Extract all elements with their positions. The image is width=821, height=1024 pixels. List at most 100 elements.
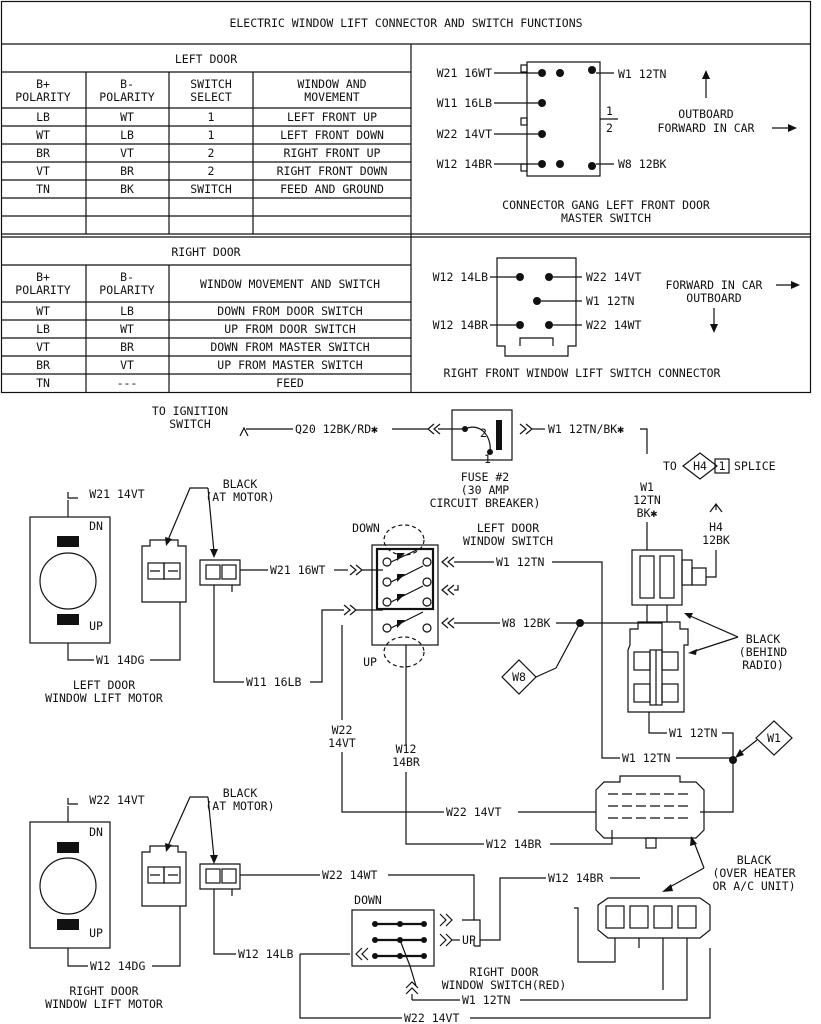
w12-br-b: 14BR: [392, 755, 420, 769]
wire-w12-14dg: W12 14DG: [90, 959, 145, 973]
wire-w1-14dg: W1 14DG: [96, 653, 145, 667]
left-door-cell: RIGHT FRONT DOWN: [277, 164, 388, 178]
left-door-cell: 1: [208, 110, 215, 124]
left-door-header: B-: [120, 77, 134, 91]
right-door-cell: VT: [36, 340, 50, 354]
right-motor-harness: [199, 863, 241, 890]
left-door-header: SELECT: [190, 90, 232, 104]
pin-w22-vt: W22 14VT: [586, 270, 641, 284]
right-motor-housing: [29, 821, 111, 949]
right-door-cell: DOWN FROM DOOR SWITCH: [217, 304, 362, 318]
left-door-cell: LEFT FRONT DOWN: [280, 128, 384, 142]
w8-tag: W8: [512, 670, 526, 684]
w1-vert-3: BK✱: [637, 506, 658, 520]
black-heater-3: OR A/C UNIT): [712, 879, 795, 893]
black-behind-1: BLACK: [746, 632, 781, 646]
black-at-motor-2: (AT MOTOR): [205, 490, 274, 504]
w1-tag: W1: [767, 731, 781, 745]
left-door-heading: LEFT DOOR: [175, 52, 237, 66]
right-door-heading: RIGHT DOOR: [171, 245, 240, 259]
right-door-cell: BR: [120, 340, 134, 354]
pin-w22-wt: W22 14WT: [586, 318, 641, 332]
right-motor-dn: DN: [89, 825, 103, 839]
right-door-cell: BR: [36, 358, 50, 372]
right-switch-label-1: RIGHT DOOR: [469, 965, 538, 979]
w22-vt-a: W22: [332, 723, 353, 737]
left-motor-connector: [141, 539, 187, 603]
left-door-cell: VT: [36, 164, 50, 178]
wire-w12-14lb: W12 14LB: [238, 947, 293, 961]
right-door-cell: VT: [120, 358, 134, 372]
left-door-cell: SWITCH: [190, 182, 232, 196]
wire-w22-14vt: W22 14VT: [446, 805, 501, 819]
master-switch-connector: W21 16WT W11 16LB W22 14VT W12 14BR W1 1…: [437, 61, 797, 225]
w1-tag-icon: [755, 720, 793, 756]
fuse-body: [451, 409, 513, 461]
left-door-cell: BR: [120, 164, 134, 178]
right-door-cell: WT: [36, 304, 50, 318]
left-motor-housing: [29, 516, 111, 644]
black-at-motor-1: BLACK: [223, 477, 258, 491]
fuse-label-3: CIRCUIT BREAKER): [430, 496, 541, 510]
left-motor-icon: [39, 552, 97, 610]
direction-outboard: OUTBOARD: [678, 107, 733, 121]
right-motor-icon: [39, 857, 97, 915]
wire-w1-tn-bk: W1 12TN/BK✱: [548, 422, 624, 436]
right-door-header: WINDOW MOVEMENT AND SWITCH: [200, 277, 380, 291]
left-motor-label-2: WINDOW LIFT MOTOR: [45, 691, 163, 705]
black-at-motor-r1: BLACK: [223, 786, 258, 800]
right-door-cell: LB: [120, 304, 134, 318]
left-door-header: B+: [36, 77, 50, 91]
radio-connector-bottom: [627, 621, 689, 713]
left-motor-up: UP: [89, 619, 103, 633]
left-door-cell: LB: [36, 110, 50, 124]
w1-vert-2: 12TN: [633, 493, 661, 507]
w22-vt-b: 14VT: [328, 736, 356, 750]
left-switch-up: UP: [363, 655, 377, 669]
right-door-cell: WT: [120, 322, 134, 336]
right-door-header: POLARITY: [99, 283, 154, 297]
left-door-cell: LB: [120, 128, 134, 142]
direction-forward: FORWARD IN CAR: [666, 278, 763, 292]
black-behind-3: RADIO): [742, 658, 784, 672]
right-door-cell: TN: [36, 376, 50, 390]
right-switch-down: DOWN: [354, 893, 382, 907]
fuse-pin-1: 1: [484, 452, 491, 466]
left-door-cell: VT: [120, 146, 134, 160]
wire-w12-14br: W12 14BR: [486, 837, 541, 851]
wire-w1-12tn-left: W1 12TN: [496, 555, 545, 569]
left-door-table: LEFT DOOR B+POLARITYB-POLARITYSWITCHSELE…: [1, 52, 411, 234]
left-door-cell: BK: [120, 182, 134, 196]
right-motor-label-2: WINDOW LIFT MOTOR: [45, 997, 163, 1011]
wire-w22-14wt: W22 14WT: [322, 868, 377, 882]
pin-w1: W1 12TN: [586, 294, 635, 308]
wire-w8-12bk: W8 12BK: [502, 616, 551, 630]
right-motor-up: UP: [89, 926, 103, 940]
wire-w22-14vt-motor: W22 14VT: [89, 793, 144, 807]
pin-w12: W12 14BR: [437, 157, 492, 171]
left-switch-label-2: WINDOW SWITCH: [463, 534, 553, 548]
pin-mark-2: 2: [606, 121, 613, 135]
left-door-header: SWITCH: [190, 77, 232, 91]
right-door-cell: FEED: [276, 376, 304, 390]
fuse-label-2: (30 AMP: [461, 483, 510, 497]
connector-body: [526, 61, 601, 177]
left-motor-harness: [199, 559, 241, 586]
left-door-header: WINDOW AND: [297, 77, 366, 91]
right-door-header: POLARITY: [15, 283, 70, 297]
to-ignition-2: SWITCH: [169, 417, 211, 431]
gang-connector: [595, 775, 705, 839]
h4-vert-1: H4: [709, 520, 723, 534]
heater-connector: [597, 897, 711, 939]
black-behind-2: (BEHIND: [739, 645, 788, 659]
pin-w12-br: W12 14BR: [433, 318, 488, 332]
page-title: ELECTRIC WINDOW LIFT CONNECTOR AND SWITC…: [229, 16, 582, 30]
right-door-header: B+: [36, 270, 50, 284]
h4-vert-2: 12BK: [702, 533, 730, 547]
right-door-header: B-: [120, 270, 134, 284]
wire-w21-14vt: W21 14VT: [89, 487, 144, 501]
left-door-cell: 2: [208, 164, 215, 178]
left-door-cell: LEFT FRONT UP: [287, 110, 377, 124]
left-switch-body: [371, 544, 439, 646]
